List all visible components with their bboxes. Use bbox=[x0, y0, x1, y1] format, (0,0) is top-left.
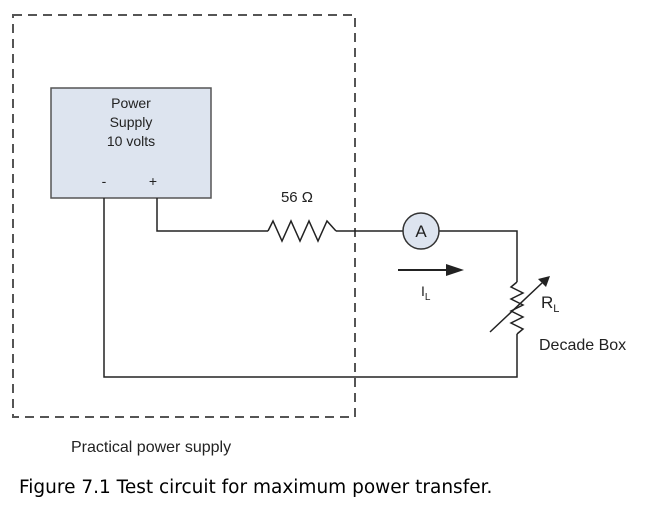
variable-arrow-head bbox=[538, 276, 550, 287]
ammeter-label: A bbox=[415, 222, 427, 241]
power-supply-label-line3: 10 volts bbox=[107, 133, 155, 149]
current-arrow-head bbox=[446, 264, 464, 276]
current-label: IL bbox=[421, 283, 431, 303]
circuit-wires bbox=[103, 198, 518, 378]
practical-supply-boundary bbox=[12, 14, 356, 418]
wire-positive bbox=[156, 198, 268, 232]
ammeter-icon bbox=[402, 212, 440, 250]
load-resistor bbox=[509, 281, 525, 335]
practical-supply-label: Practical power supply bbox=[71, 439, 231, 456]
resistor-label: 56 Ω bbox=[281, 189, 313, 206]
wire-ammeter-to-load bbox=[439, 230, 518, 282]
wire-return bbox=[103, 198, 518, 378]
variable-arrow-shaft bbox=[489, 282, 543, 333]
positive-terminal-label: + bbox=[149, 173, 157, 189]
power-supply-label-line2: Supply bbox=[110, 114, 153, 130]
negative-terminal-label: - bbox=[102, 173, 107, 189]
decade-box-label: Decade Box bbox=[539, 337, 626, 354]
load-label: RL bbox=[541, 293, 559, 315]
power-supply-box bbox=[50, 87, 212, 199]
figure-caption: Figure 7.1 Test circuit for maximum powe… bbox=[19, 477, 492, 498]
resistor-56-ohm bbox=[267, 219, 337, 243]
power-supply-label-line1: Power bbox=[111, 95, 151, 111]
